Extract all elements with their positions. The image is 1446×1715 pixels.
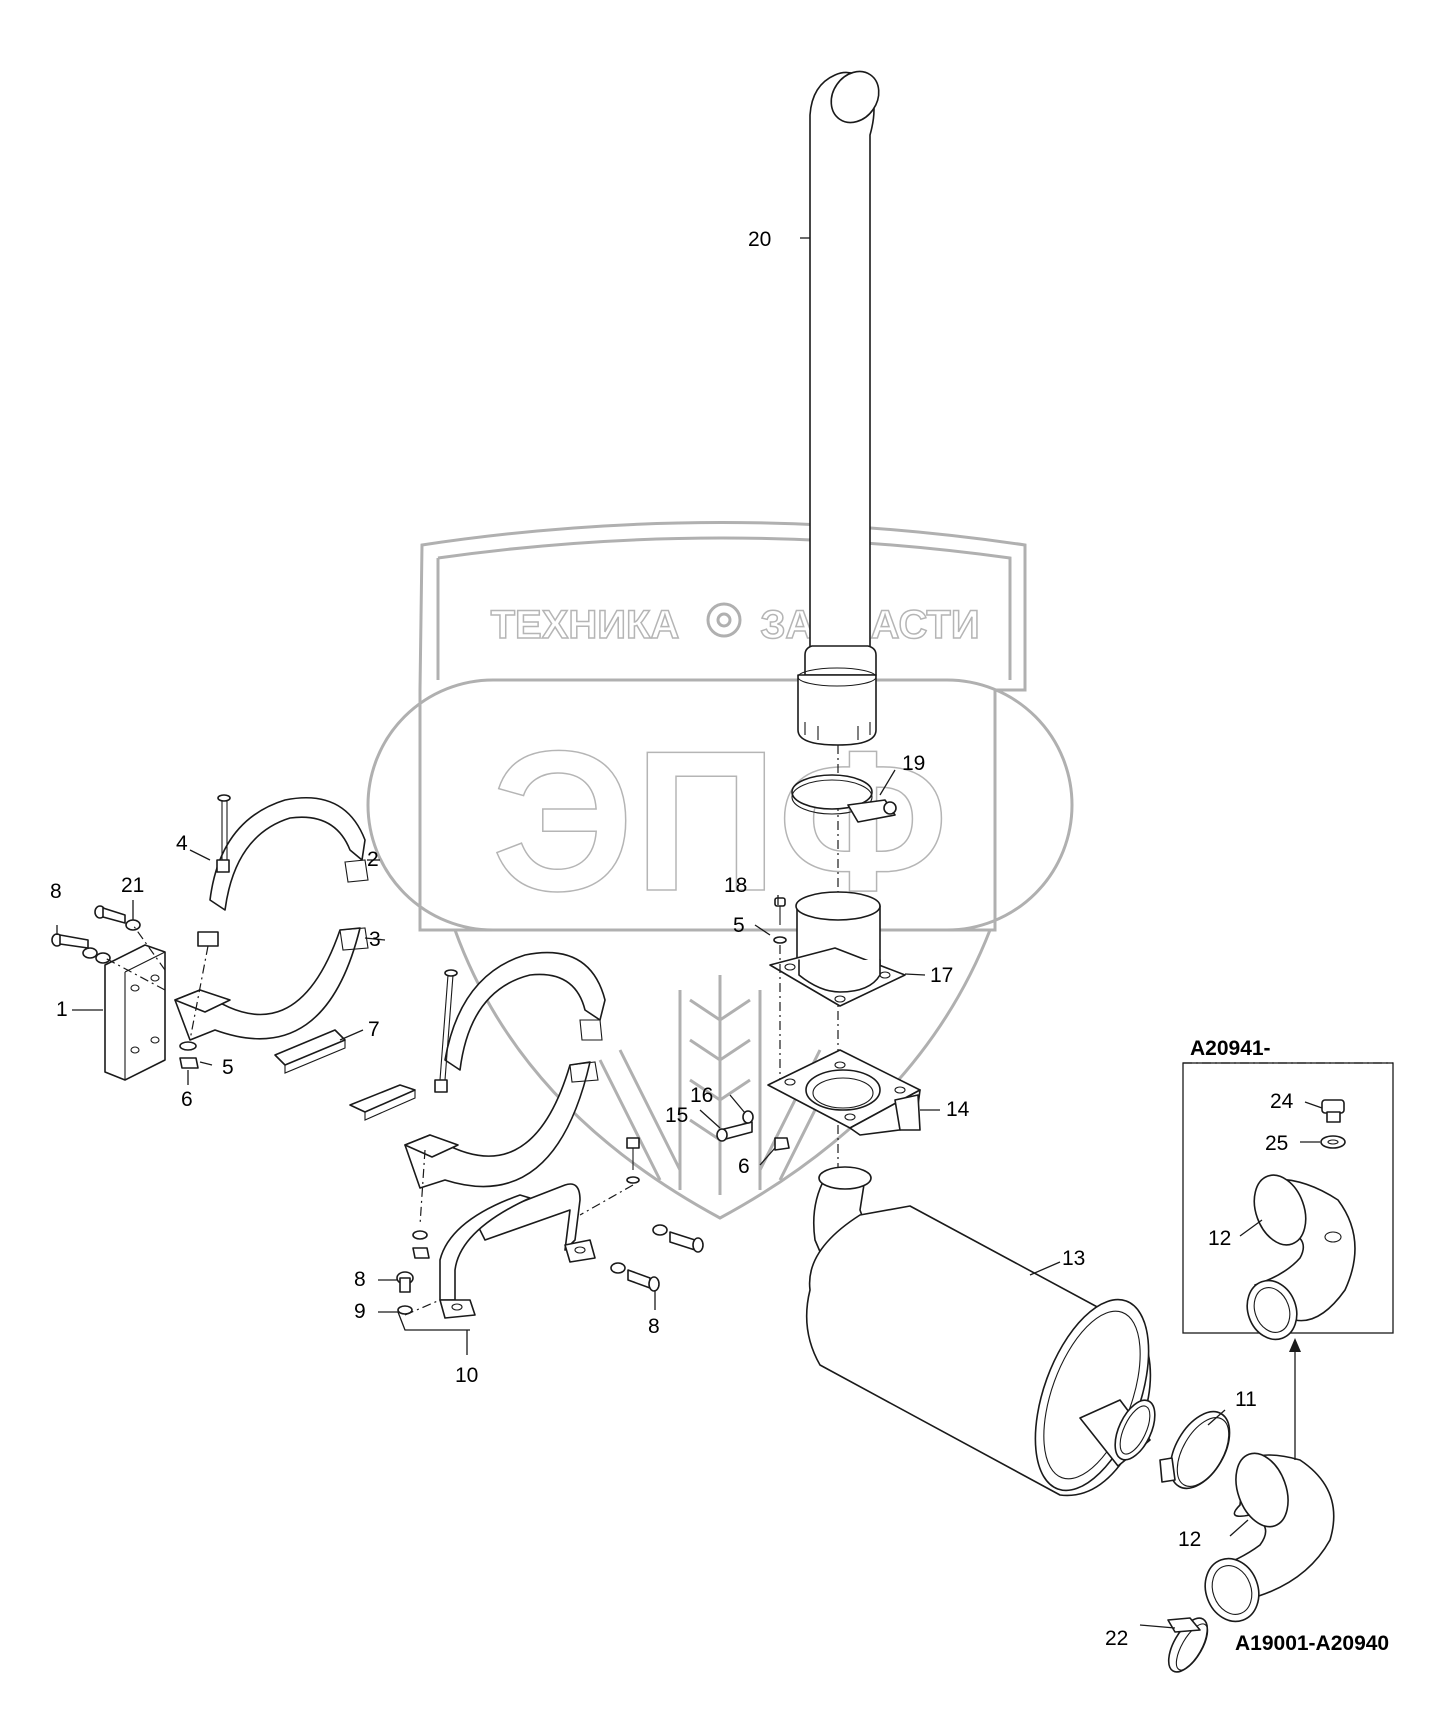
tailpipe (797, 70, 880, 1180)
serial-box (1182, 1062, 1394, 1460)
nut-6-right (774, 1137, 790, 1151)
serial-range-footer: A19001-A20940 (1235, 1632, 1389, 1655)
callout-5-left: 5 (222, 1056, 234, 1079)
clamp (791, 774, 897, 823)
callout-18: 18 (724, 874, 747, 897)
callout-15: 15 (665, 1104, 688, 1127)
bolt-21 (94, 905, 141, 931)
callout-24: 24 (1270, 1090, 1294, 1113)
callout-6-left: 6 (181, 1088, 193, 1111)
watermark-text-left: ТЕХНИКА (491, 603, 680, 647)
callout-3: 3 (369, 928, 381, 951)
callout-11: 11 (1235, 1388, 1257, 1411)
callout-8-right: 8 (648, 1315, 660, 1338)
callout-22: 22 (1105, 1627, 1128, 1650)
left-bracket-assembly (51, 794, 369, 1081)
middle-bracket-assembly (349, 951, 704, 1319)
callout-10: 10 (455, 1364, 478, 1387)
callout-2: 2 (367, 848, 379, 871)
callout-19: 19 (902, 752, 925, 775)
callout-1: 1 (56, 998, 68, 1021)
callout-16: 16 (690, 1084, 713, 1107)
leader-lines (56, 237, 1323, 1629)
callout-7: 7 (368, 1018, 380, 1041)
bolt-15 (716, 1110, 754, 1142)
callout-4: 4 (176, 832, 188, 855)
callout-12-lower: 12 (1178, 1528, 1201, 1551)
clamp-22 (1167, 1617, 1209, 1673)
callout-13: 13 (1062, 1247, 1085, 1270)
callout-6-right: 6 (738, 1155, 750, 1178)
gear-icon (706, 602, 742, 638)
callout-14: 14 (946, 1098, 970, 1121)
elbow-lower (1204, 1452, 1335, 1623)
callout-12-upper: 12 (1208, 1227, 1231, 1250)
callout-9: 9 (354, 1300, 366, 1323)
callout-5-right: 5 (733, 914, 745, 937)
callout-21: 21 (121, 874, 144, 897)
callout-25: 25 (1265, 1132, 1288, 1155)
bolt-8-left (51, 933, 111, 964)
callout-labels: 20 19 18 5 17 14 16 15 6 13 11 12 22 12 … (50, 228, 1389, 1655)
adapter-flange (769, 891, 906, 1007)
callout-20: 20 (748, 228, 771, 251)
serial-range-header: A20941- (1190, 1037, 1271, 1060)
muffler (805, 1166, 1156, 1497)
watermark-logo: ЭПФ (492, 710, 949, 933)
bolt-18 (773, 897, 787, 1080)
clamp-11 (1159, 1410, 1231, 1490)
callout-8-middle: 8 (354, 1268, 366, 1291)
callout-8-left: 8 (50, 880, 62, 903)
callout-17: 17 (930, 964, 953, 987)
bracket-14 (767, 1049, 921, 1136)
